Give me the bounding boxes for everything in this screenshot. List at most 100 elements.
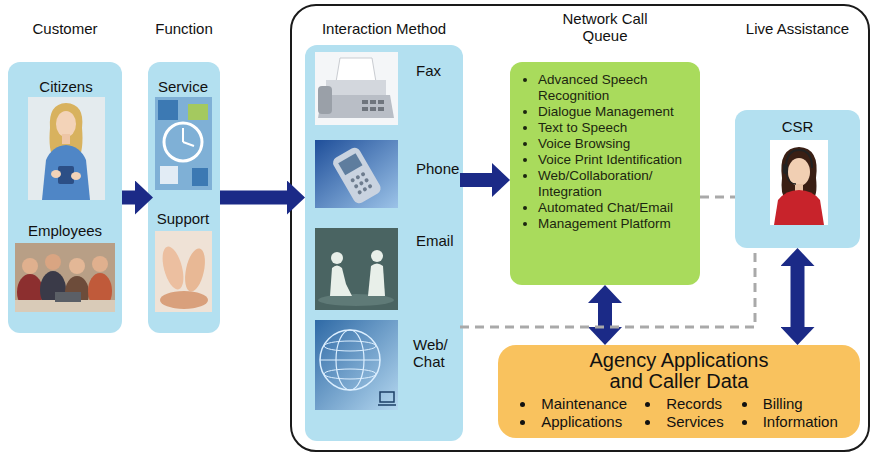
text-slot: Live Assistance <box>715 20 875 38</box>
citizens-photo <box>62 134 70 144</box>
email-image <box>331 252 343 264</box>
email-image <box>315 228 398 310</box>
node-heading: Support <box>150 210 216 228</box>
node-heading: Citizens <box>20 78 112 96</box>
bullet-item: Automated Chat/Email <box>538 200 692 216</box>
dashed-link <box>460 248 755 327</box>
text-slot: Interaction Method <box>295 20 473 38</box>
function-tile: Support <box>150 198 216 318</box>
web-chat-image <box>320 359 380 360</box>
bullet-item: Services <box>645 413 724 431</box>
support-image <box>160 291 208 309</box>
art-shape <box>360 172 365 177</box>
service-image <box>155 97 212 190</box>
service-image <box>188 104 208 120</box>
csr-photo <box>774 190 824 225</box>
email-image <box>315 228 398 310</box>
csr-photo <box>786 172 796 184</box>
flow-arrow <box>122 191 135 205</box>
phone-image <box>315 140 398 208</box>
service-image <box>182 128 184 142</box>
bullet-item: Advanced Speech Recognition <box>538 72 692 104</box>
node-heading: Interaction Method <box>295 20 473 38</box>
node-heading: Function <box>138 20 230 38</box>
bullet-item: Text to Speech <box>538 120 692 136</box>
interaction-panel: Interaction MethodFaxPhoneEmailWeb/ Chat <box>305 45 463 441</box>
csr-box: Live AssistanceCSR <box>735 110 860 248</box>
bullet-item: Voice Print Identification <box>538 152 692 168</box>
bullet-item: Management Platform <box>538 216 692 232</box>
employees-photo <box>92 256 108 272</box>
citizens-photo <box>56 111 76 137</box>
node-heading: Service <box>150 78 216 96</box>
employees-photo <box>65 276 89 310</box>
fax-image <box>362 100 368 104</box>
art-shape <box>331 145 383 205</box>
phone-image <box>315 140 398 208</box>
csr-photo <box>781 147 816 200</box>
citizens-photo <box>58 166 74 184</box>
art-shape <box>359 181 364 186</box>
bullet-item: Web/Collaboration/ Integration <box>538 168 692 200</box>
bullet-item: Records <box>645 395 724 413</box>
node-heading: Customer <box>8 20 122 38</box>
csr-photo <box>770 140 828 225</box>
bullet-list: Maintenance Records BillingApplications Ser… <box>498 395 860 431</box>
service-image <box>160 166 178 184</box>
employees-photo <box>15 243 115 312</box>
text-slot: Employees <box>12 222 118 240</box>
fax-image <box>362 107 368 111</box>
node-heading: Agency Applications and Caller Data <box>579 350 779 392</box>
employees-photo <box>15 243 115 312</box>
email-image <box>368 264 385 297</box>
employees-photo <box>69 258 85 274</box>
dashed-link <box>700 196 735 199</box>
text-slot: Customer <box>8 20 122 38</box>
service-image <box>164 123 202 161</box>
text-slot: Citizens <box>20 78 112 96</box>
node-heading: Phone <box>416 160 460 177</box>
bullet-item: Billing <box>742 395 838 413</box>
text-slot: Agency Applications and Caller Data <box>498 350 860 392</box>
art-shape <box>350 178 355 183</box>
employees-photo <box>45 254 61 270</box>
service-image <box>158 100 178 120</box>
email-image <box>318 294 394 306</box>
art-shape <box>357 190 362 195</box>
art-shape <box>331 145 383 205</box>
service-image <box>155 97 212 190</box>
bullet-item: Maintenance <box>520 395 627 413</box>
employees-photo <box>55 292 81 302</box>
agency-box: Agency Applications and Caller DataMaint… <box>498 345 860 438</box>
citizens-photo <box>51 170 61 178</box>
art-shape <box>364 178 369 183</box>
function-panel: FunctionServiceSupport <box>148 62 220 333</box>
node-heading: Employees <box>12 222 118 240</box>
flow-arrow <box>598 303 612 327</box>
flow-arrow <box>791 266 805 327</box>
fax-image <box>318 95 394 118</box>
support-image <box>182 247 209 294</box>
channel-tile: Web/ Chat <box>311 318 460 414</box>
bullet-item: Applications <box>520 413 627 431</box>
text-slot: Function <box>138 20 230 38</box>
fax-image <box>378 107 384 111</box>
flow-arrow <box>460 173 492 187</box>
web-chat-image <box>336 330 364 390</box>
fax-image <box>370 107 376 111</box>
text-slot: Web/ Chat <box>413 336 457 370</box>
fax-image <box>315 52 398 125</box>
channel-tile: Phone <box>311 136 460 212</box>
web-chat-image <box>315 320 398 410</box>
support-image <box>155 231 212 312</box>
web-chat-image <box>324 369 376 379</box>
node-heading: Live Assistance <box>715 20 875 38</box>
web-chat-image <box>378 404 396 406</box>
bullet-item: Dialogue Management <box>538 104 692 120</box>
text-slot: Service <box>150 78 216 96</box>
bullet-item: Information <box>742 413 838 431</box>
customer-tile: Citizens <box>20 64 112 205</box>
bullet-list: Advanced Speech RecognitionDialogue Mana… <box>510 62 700 240</box>
